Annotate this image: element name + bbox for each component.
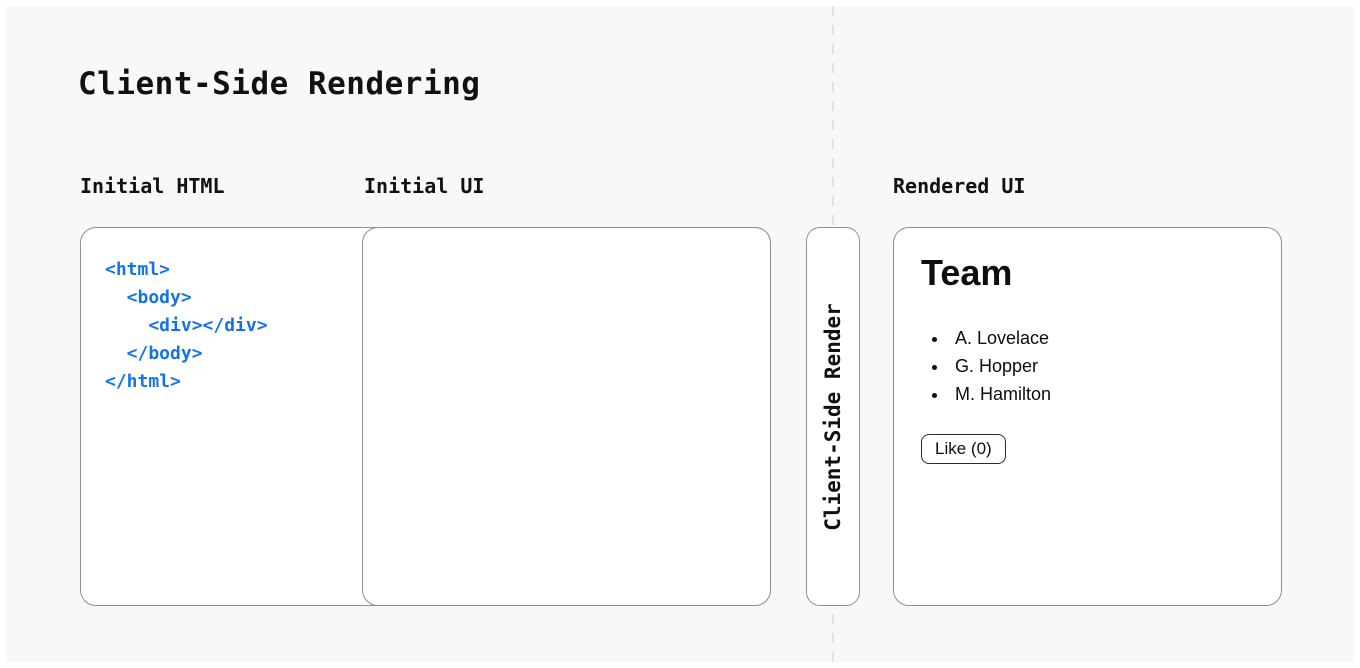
code-line: </html> <box>105 371 181 392</box>
list-item: G. Hopper <box>949 352 1261 380</box>
initial-ui-label: Initial UI <box>364 174 485 198</box>
page-title: Client-Side Rendering <box>78 66 481 102</box>
team-heading: Team <box>921 252 1013 293</box>
diagram-canvas: Client-Side Rendering Initial HTML Initi… <box>6 6 1354 662</box>
code-line: <html> <box>105 259 171 280</box>
like-button[interactable]: Like (0) <box>921 434 1006 464</box>
rendered-ui-panel: Team A. Lovelace G. Hopper M. Hamilton L… <box>893 227 1282 606</box>
code-line: <div></div> <box>105 315 268 336</box>
list-item: M. Hamilton <box>949 380 1261 408</box>
rendered-ui-label: Rendered UI <box>893 174 1026 198</box>
code-line: <body> <box>105 287 192 308</box>
client-side-render-pill: Client-Side Render <box>806 227 860 606</box>
list-item: A. Lovelace <box>949 324 1261 352</box>
initial-ui-panel <box>362 227 771 606</box>
initial-html-label: Initial HTML <box>80 174 225 198</box>
html-code-block: <html> <body> <div></div> </body> </html… <box>105 256 268 396</box>
rendered-ui-content: Team A. Lovelace G. Hopper M. Hamilton L… <box>921 252 1261 464</box>
client-side-render-pill-label: Client-Side Render <box>821 302 846 531</box>
code-line: </body> <box>105 343 203 364</box>
team-member-list: A. Lovelace G. Hopper M. Hamilton <box>949 324 1261 408</box>
